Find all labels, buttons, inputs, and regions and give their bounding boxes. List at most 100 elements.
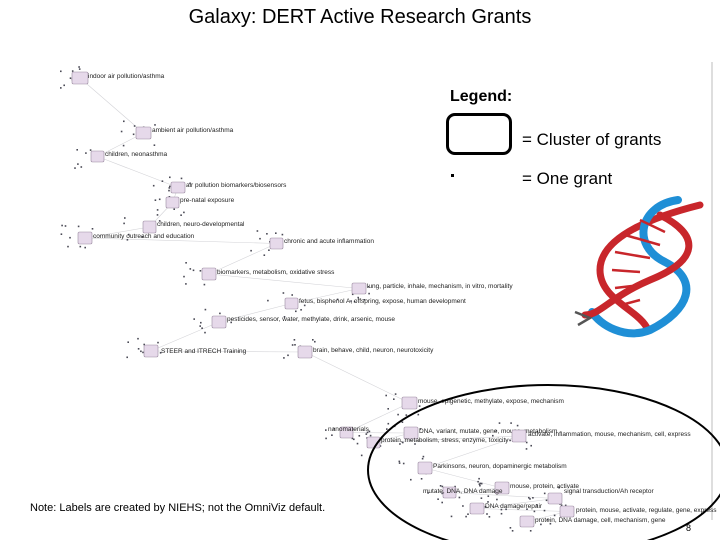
cluster-node[interactable] <box>77 231 93 245</box>
cluster-link <box>79 77 144 134</box>
grant-dot <box>336 298 339 301</box>
grant-dot <box>366 431 369 434</box>
grant-dot <box>282 292 285 294</box>
cluster-node[interactable] <box>284 297 299 310</box>
cluster-link <box>150 350 306 353</box>
cluster-node[interactable] <box>351 282 367 295</box>
cluster-link <box>304 351 410 404</box>
cluster-node[interactable] <box>494 481 510 495</box>
grant-dot <box>487 501 489 503</box>
grant-dot <box>281 233 284 236</box>
grant-dot <box>558 486 560 489</box>
grant-dot <box>368 292 370 295</box>
cluster-node[interactable] <box>143 344 159 358</box>
cluster-link <box>84 226 150 239</box>
cluster-node[interactable] <box>142 220 157 234</box>
cluster-label: Parkinsons, neuron, dopaminergic metabol… <box>433 463 567 470</box>
cluster-link <box>218 303 292 323</box>
grant-dot <box>536 504 538 506</box>
page-number: 8 <box>686 523 692 533</box>
grant-dot <box>189 182 191 185</box>
cluster-node[interactable] <box>417 461 433 475</box>
cluster-label: lung, particle, inhale, mechanism, in vi… <box>367 283 513 290</box>
cluster-label: indoor air pollution/asthma <box>88 73 165 80</box>
grant-dot <box>417 413 420 416</box>
grant-dot <box>422 455 425 458</box>
cluster-label: STEER and ITRECH Training <box>161 348 247 355</box>
cluster-node[interactable] <box>401 396 418 410</box>
grant-dot <box>487 495 490 497</box>
cluster-node[interactable] <box>165 196 180 209</box>
grant-dot <box>173 208 175 210</box>
grant-dot <box>124 217 126 219</box>
grant-dot <box>488 516 491 518</box>
grant-dot <box>356 442 359 445</box>
cluster-node[interactable] <box>547 492 563 505</box>
grant-dot <box>414 443 416 445</box>
cluster-node[interactable] <box>469 502 485 515</box>
grant-dot <box>495 430 498 432</box>
grant-dot <box>480 497 483 499</box>
cluster-node[interactable] <box>135 126 152 140</box>
grant-dot <box>462 505 464 507</box>
cluster-label: mutate, DNA, DNA damage <box>423 488 503 495</box>
grant-dot <box>486 513 488 515</box>
grant-dot <box>533 510 536 513</box>
cluster-link <box>424 435 520 469</box>
cluster-node[interactable] <box>201 267 217 281</box>
grant-dot <box>295 310 297 313</box>
cluster-label: signal transduction/Ah receptor <box>564 488 654 495</box>
grant-dot <box>441 492 443 495</box>
cluster-node[interactable] <box>403 426 419 440</box>
cluster-node[interactable] <box>269 237 284 250</box>
cluster-link <box>476 498 556 509</box>
grant-dot <box>480 482 483 485</box>
grant-dot <box>291 294 293 296</box>
cluster-node[interactable] <box>90 150 105 163</box>
grant-dot <box>128 233 130 236</box>
grant-dot <box>369 434 372 437</box>
cluster-label: chronic and acute inflammation <box>284 238 374 245</box>
grant-dot <box>230 321 232 324</box>
cluster-node[interactable] <box>297 345 313 359</box>
grant-dot <box>479 484 481 487</box>
cluster-node[interactable] <box>559 505 575 518</box>
grant-dot <box>420 478 423 480</box>
cluster-label: fetus, bisphenol A, offspring, expose, h… <box>299 298 466 305</box>
grant-dot <box>287 354 289 357</box>
grant-dot <box>153 144 156 146</box>
cluster-label: DNA, variant, mutate, gene, mouse, metab… <box>419 428 557 435</box>
cluster-label: mouse, protein, activate <box>510 483 579 490</box>
grant-dot <box>441 485 444 488</box>
cluster-node[interactable] <box>170 181 186 194</box>
grant-dot <box>69 236 71 239</box>
grant-dot <box>77 163 79 165</box>
grant-dot <box>201 327 203 329</box>
grant-dot <box>387 422 390 425</box>
grant-dot <box>402 441 404 444</box>
grant-dot <box>142 351 144 354</box>
cluster-node[interactable] <box>211 315 227 329</box>
legend-cluster-label: = Cluster of grants <box>522 130 662 149</box>
cluster-node[interactable] <box>511 429 527 443</box>
grant-dot <box>133 125 136 127</box>
grant-dot <box>437 498 439 500</box>
grant-dot <box>509 439 511 442</box>
cluster-node[interactable] <box>71 71 89 85</box>
cluster-node[interactable] <box>442 486 457 499</box>
grant-dot <box>74 167 76 169</box>
grant-dot <box>91 228 94 230</box>
grant-dot <box>69 77 72 79</box>
grant-dot <box>137 348 140 350</box>
grant-dot <box>478 483 481 485</box>
cluster-node[interactable] <box>339 426 354 439</box>
grant-dot <box>263 254 266 256</box>
grant-dot <box>76 149 78 151</box>
cluster-node[interactable] <box>519 515 535 528</box>
cluster-label: community outreach and education <box>93 233 195 240</box>
grant-dot <box>331 434 333 436</box>
grant-dot <box>63 84 65 87</box>
grant-dot <box>397 413 399 416</box>
grant-dot <box>78 68 81 70</box>
grant-dot <box>410 478 412 481</box>
